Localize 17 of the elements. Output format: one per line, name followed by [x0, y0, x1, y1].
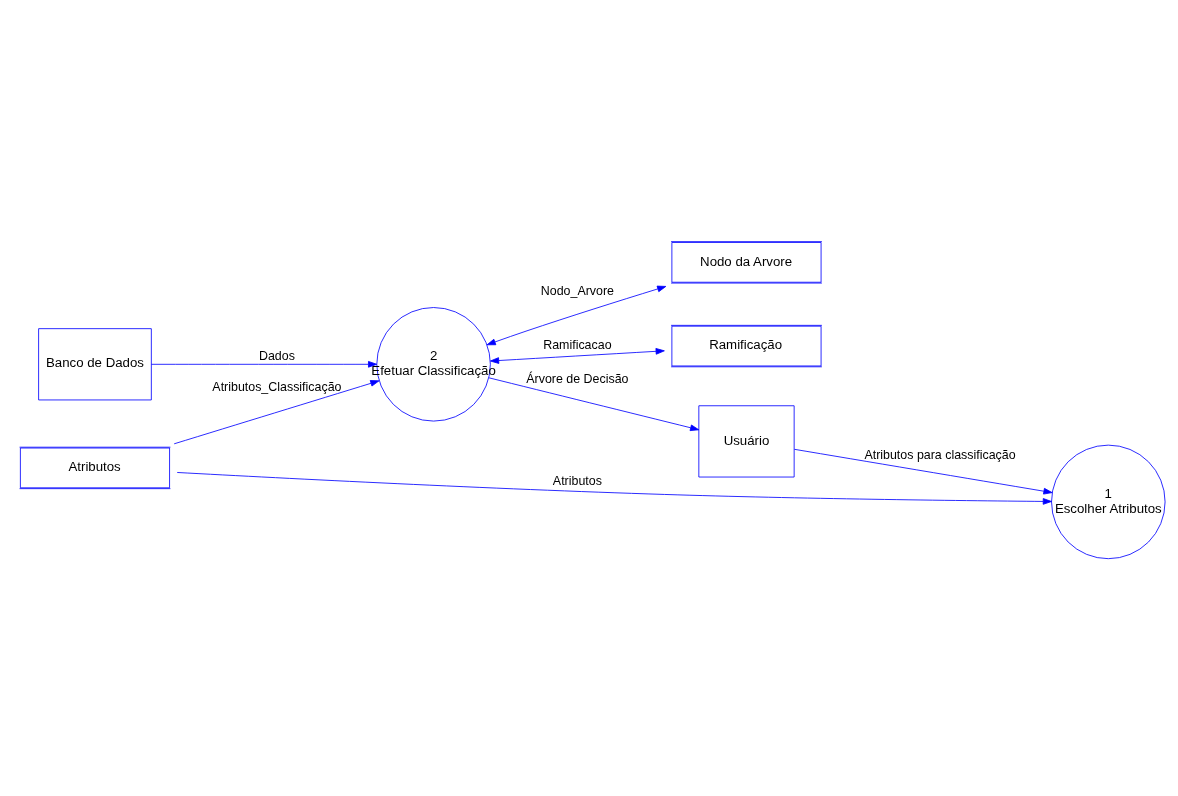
- edge-label: Dados: [258, 348, 295, 363]
- arrow: [151, 360, 378, 368]
- node-circle: 1 Escolher Atributos: [1051, 444, 1166, 559]
- arrow: [794, 448, 1053, 494]
- node-box: Usuário: [698, 404, 795, 477]
- node-box: Banco de Dados: [38, 327, 152, 400]
- edge-label: Árvore de Decisão: [526, 371, 629, 386]
- edge-label: Atributos: [552, 473, 602, 488]
- arrow: [486, 285, 667, 345]
- arrow: [488, 376, 700, 431]
- arrow: [176, 471, 1052, 505]
- arrow: [490, 347, 665, 364]
- arrow: [173, 379, 380, 444]
- edge-label: Atributos para classificação: [864, 447, 1016, 462]
- edge-label: Atributos_Classificação: [212, 379, 342, 394]
- edge-label: Nodo_Arvore: [540, 283, 614, 298]
- edge-label: Ramificacao: [543, 337, 612, 352]
